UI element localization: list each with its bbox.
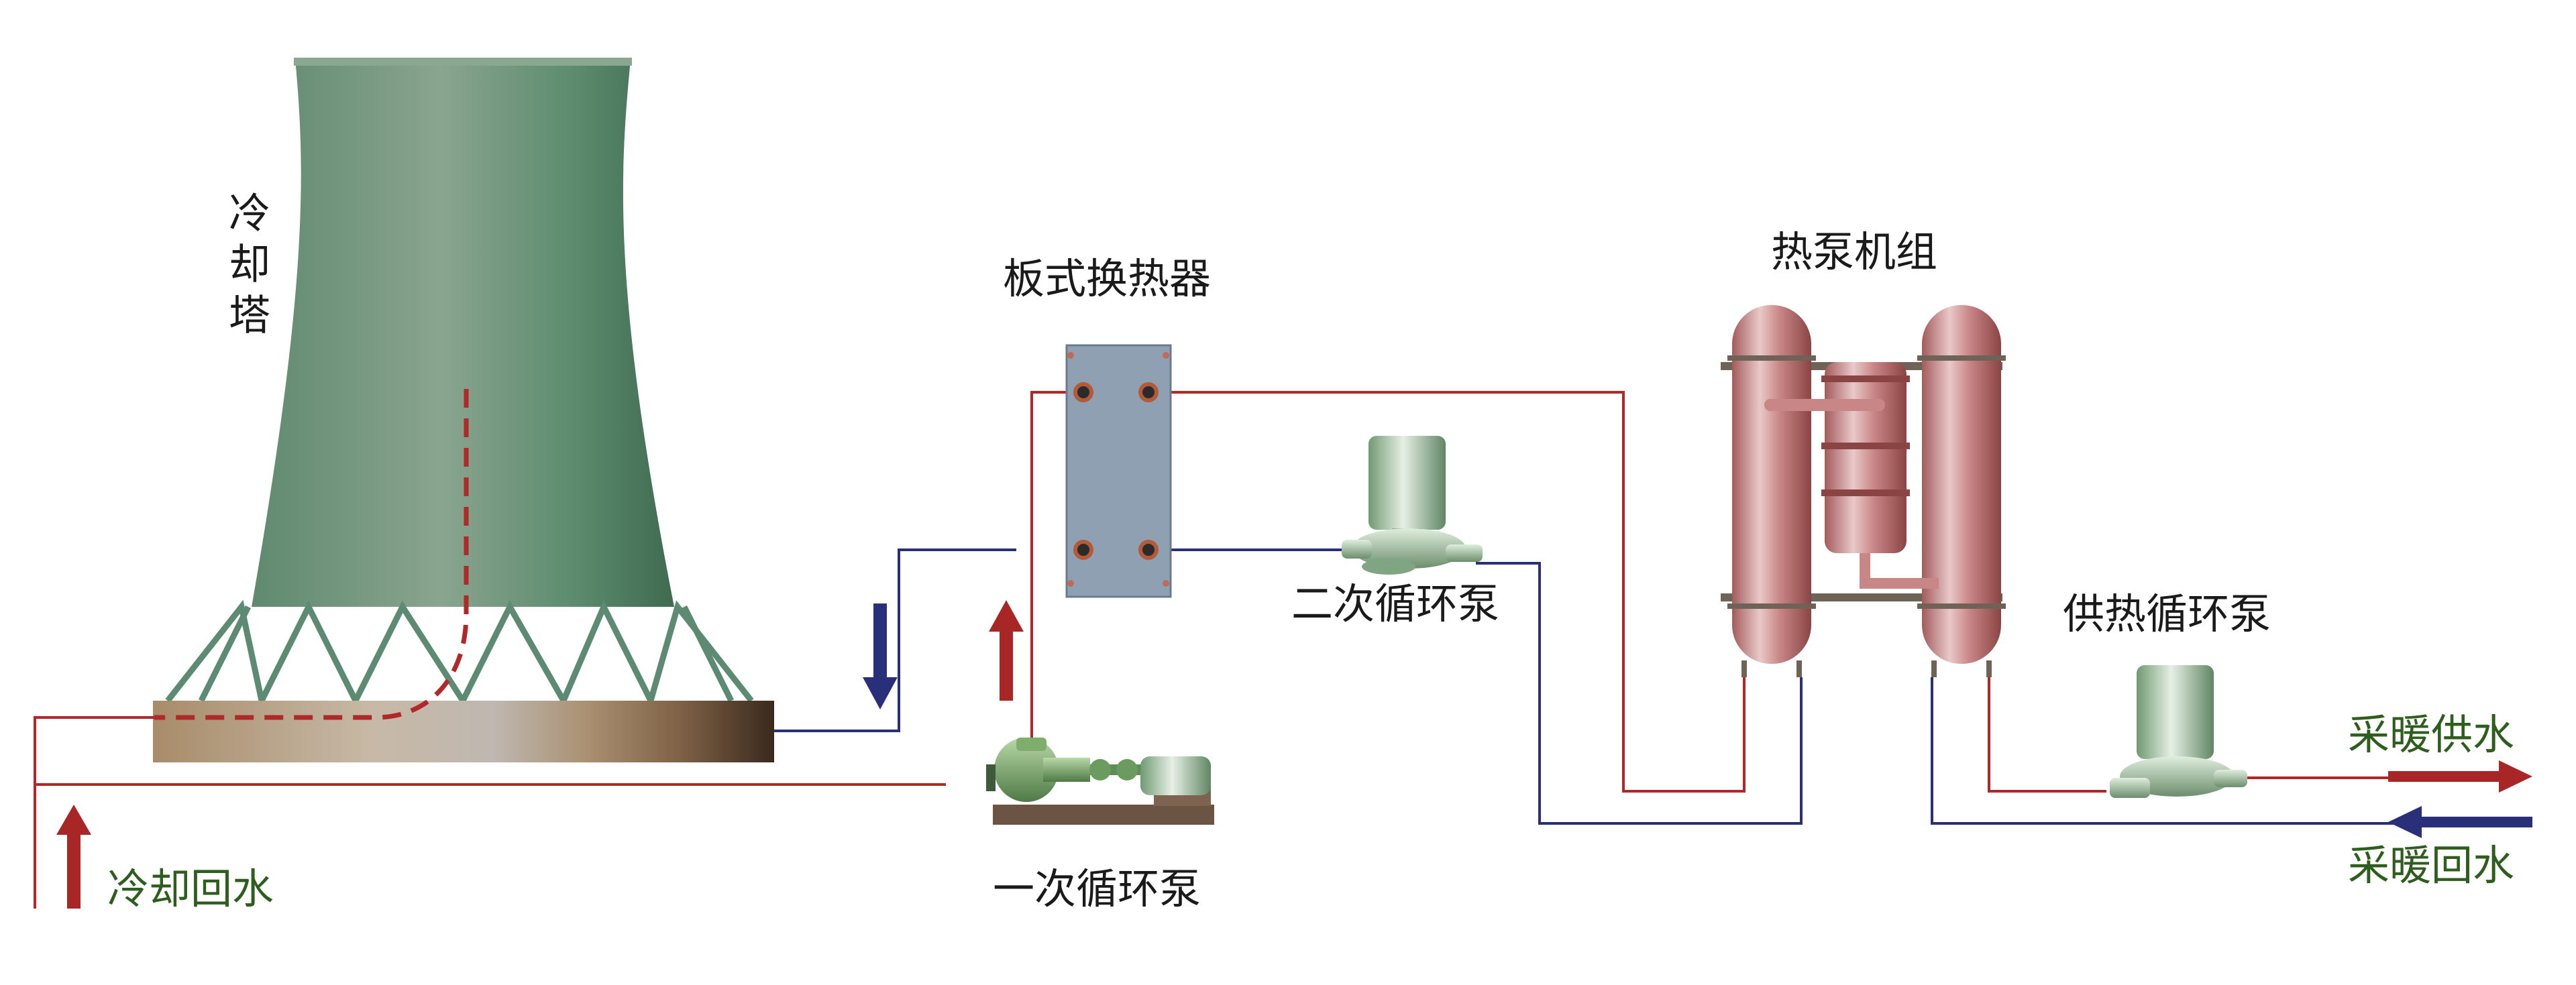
label-heat-pump-unit: 热泵机组 (1771, 227, 1938, 276)
label-plate-heat-exchanger: 板式换热器 (1003, 254, 1212, 303)
pipe-exchanger-to-heat-pump (1154, 391, 1746, 793)
arrow-heating-return-left (2388, 806, 2532, 838)
tower-internal-pipe (154, 389, 469, 720)
arrow-hot-up (989, 600, 1024, 701)
cooling-tower-icon (153, 58, 774, 762)
flow-arrow-icon (56, 600, 2532, 909)
label-secondary-pump: 二次循环泵 (1291, 579, 1500, 628)
arrow-heating-supply-right (2388, 760, 2532, 793)
label-cooling-tower: 冷却塔 (221, 191, 270, 344)
pipe-heating-return (1931, 677, 2415, 825)
plate-heat-exchanger-icon (1065, 344, 1172, 598)
pipe-basin-to-exchanger (774, 548, 1016, 732)
heat-pump-icon (1721, 305, 2006, 677)
heating-circulation-pump-icon (2110, 665, 2247, 798)
tower-basin (153, 701, 774, 762)
secondary-pump-icon (1342, 436, 1483, 575)
arrow-cold-down (863, 603, 898, 709)
label-heating-supply-water: 采暖供水 (2348, 710, 2515, 759)
label-heating-return-water: 采暖回水 (2348, 841, 2515, 890)
label-primary-pump: 一次循环泵 (993, 864, 1201, 913)
pipe-secondary-pump-to-heat-pump (1476, 562, 1803, 825)
pipe-cooling-return-hot (34, 716, 154, 909)
pipe-heat-pump-to-heating-pump (1988, 677, 2106, 793)
pipe-primary-pump-to-exchanger (1030, 391, 1080, 744)
primary-pump-icon (986, 738, 1214, 825)
arrow-cooling-return-up (56, 805, 91, 909)
label-cooling-return-water: 冷却回水 (107, 864, 274, 913)
label-heating-circulation-pump: 供热循环泵 (2063, 589, 2271, 638)
